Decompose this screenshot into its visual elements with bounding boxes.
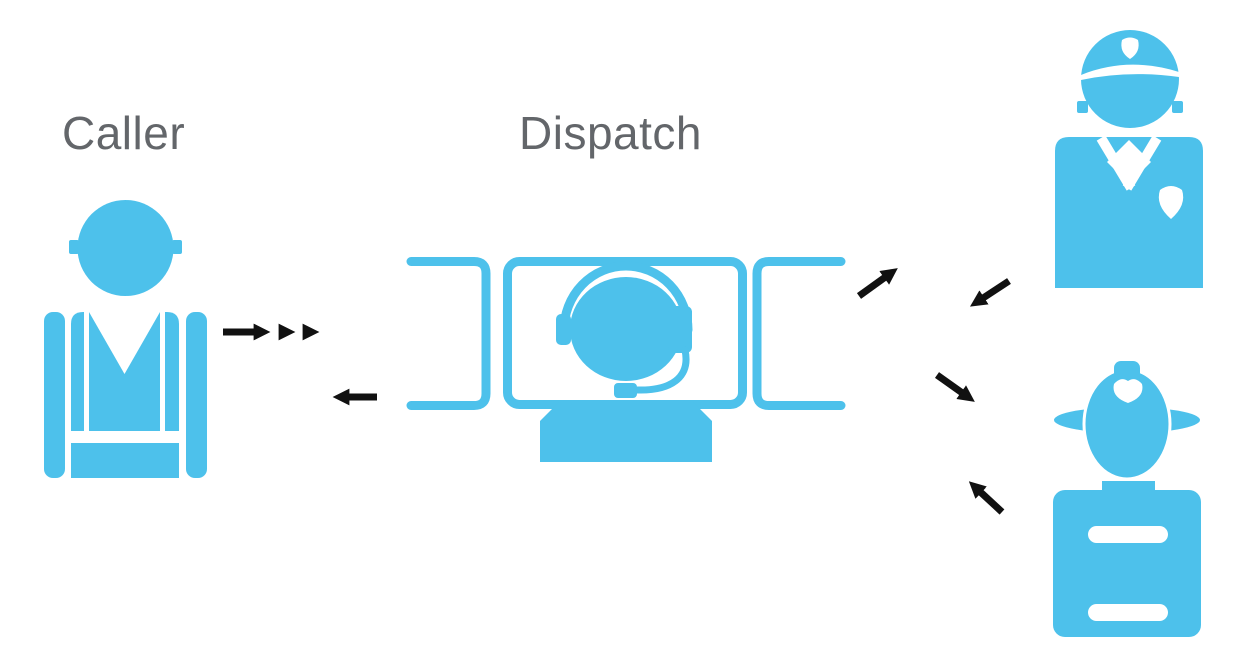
right-monitor (752, 257, 846, 410)
hardhat-right-tab (172, 240, 182, 254)
arrow-police-to-dispatch (969, 278, 1011, 307)
caller-head (77, 200, 174, 296)
headset-right-earcup (668, 306, 692, 353)
police-cap-visor (1081, 64, 1179, 80)
firefighter-helmet-shield (1113, 379, 1143, 403)
dispatcher-shoulders (540, 402, 712, 462)
caller-vest-right-seam (160, 312, 165, 432)
police-shirt-diamond (1107, 140, 1151, 184)
police-officer-icon (1055, 30, 1203, 288)
police-right-ear (1172, 101, 1183, 113)
flow-arrows (223, 268, 1011, 515)
headset-mic-boom (633, 346, 690, 394)
dispatch-label: Dispatch (519, 107, 702, 159)
headset-left-earcup (556, 314, 571, 345)
firefighter-coat (1053, 490, 1201, 637)
caller-left-arm (44, 312, 65, 478)
headset-band (559, 261, 693, 335)
dispatcher-headset-console-icon (406, 257, 846, 462)
caller-vest-vneck (89, 312, 160, 374)
police-head (1081, 30, 1179, 128)
police-badge (1158, 186, 1184, 219)
arrow-dispatch-to-firefighter (934, 372, 975, 402)
headset-mic (614, 383, 637, 398)
arrow-dispatch-to-police (856, 268, 898, 299)
arrow-firefighter-to-dispatch (968, 481, 1005, 515)
firefighter-icon (1053, 361, 1201, 637)
firefighter-coat-stripe-top (1088, 526, 1168, 543)
firefighter-coat-stripe-bottom (1088, 604, 1168, 621)
dispatcher-head (570, 277, 682, 381)
hardhat-left-tab (69, 240, 79, 254)
caller-vest-stripe (71, 431, 179, 443)
caller-right-arm (186, 312, 207, 478)
left-monitor (406, 257, 491, 410)
firefighter-helmet-crest (1114, 361, 1140, 385)
caller-label: Caller (62, 107, 186, 159)
police-left-ear (1077, 101, 1088, 113)
police-cap-emblem (1121, 37, 1139, 59)
caller-vest-left-seam (84, 312, 89, 432)
construction-worker-caller-icon (44, 200, 207, 478)
police-torso (1055, 137, 1203, 288)
